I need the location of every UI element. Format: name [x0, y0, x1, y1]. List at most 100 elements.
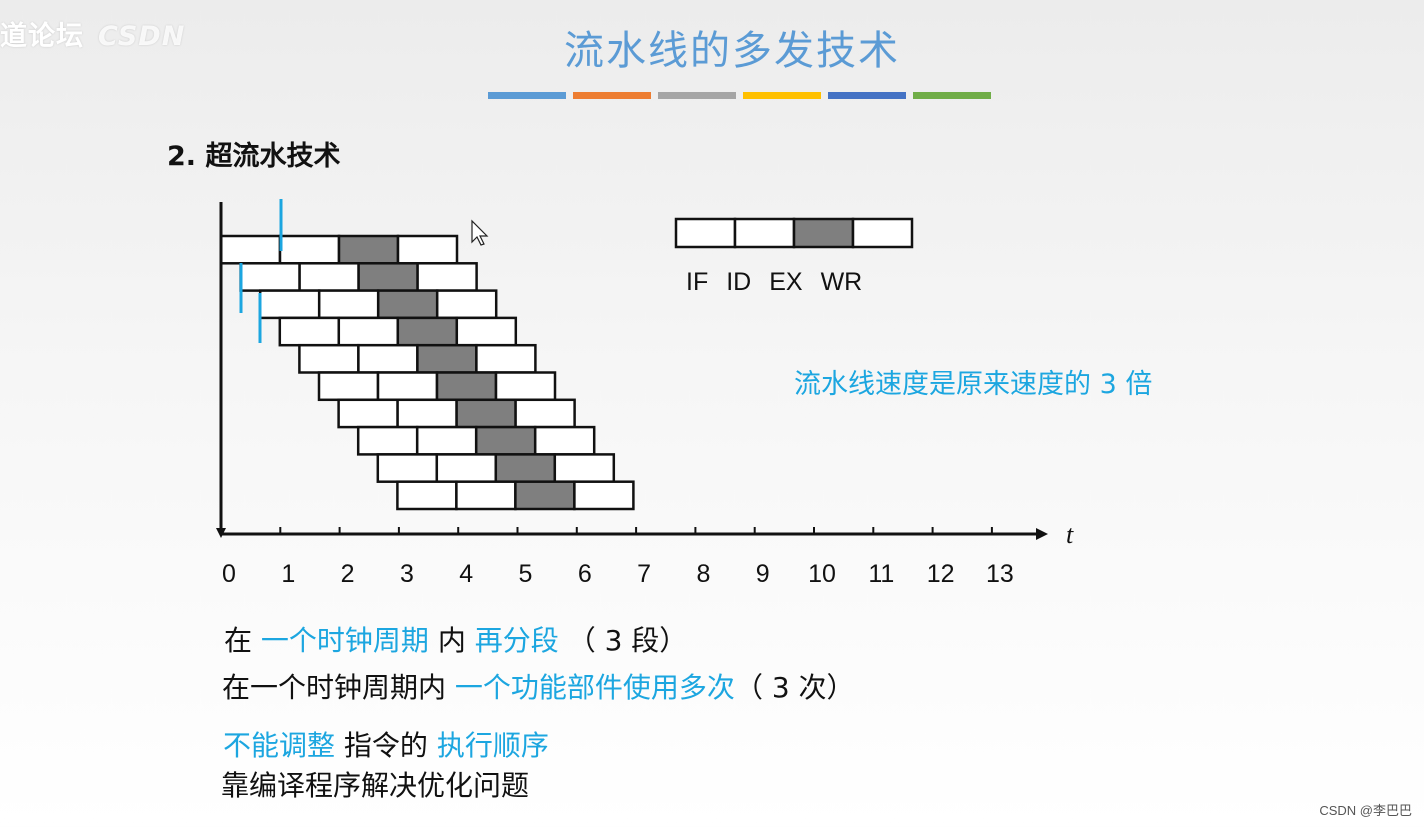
stage-cell-5-4 — [475, 343, 537, 374]
x-axis-arrow — [1036, 528, 1048, 540]
note2-a: 在一个时钟周期内 — [222, 671, 447, 704]
stage-cell-3-4 — [435, 289, 498, 320]
tick-label-5: 5 — [519, 560, 533, 588]
stage-cell-6-4 — [494, 371, 557, 402]
tick-label-7: 7 — [637, 560, 651, 588]
note-line-2: 在一个时钟周期内 一个功能部件使用多次（ 3 次） — [222, 666, 855, 706]
stage-cell-8-4 — [533, 425, 596, 456]
tick-label-6: 6 — [578, 560, 592, 588]
axis-label-t: t — [1066, 520, 1074, 549]
stage-cell-2-2 — [298, 262, 360, 292]
watermark-logo-text: CSDN — [98, 21, 186, 52]
watermark-text: 道论坛 — [0, 21, 84, 52]
stage-cell-3-2 — [317, 289, 380, 320]
stage-cell-8-3 — [474, 425, 537, 456]
pipeline-rows — [219, 234, 635, 511]
tick-label-10: 10 — [808, 560, 836, 588]
note3-a: 不能调整 — [223, 729, 336, 762]
color-bar-1 — [488, 92, 566, 99]
color-bar-6 — [913, 92, 991, 99]
tick-label-1: 1 — [281, 560, 295, 588]
stage-cell-10-4 — [573, 480, 635, 511]
note1-c: 内 — [437, 624, 466, 657]
stage-cell-5-1 — [298, 343, 360, 374]
note-line-3: 不能调整 指令的 执行顺序 — [223, 724, 549, 764]
note2-b: 一个功能部件使用多次 — [454, 671, 735, 704]
section-heading: 2. 超流水技术 — [167, 141, 341, 172]
stage-labels: IF ID EX WR — [686, 268, 862, 297]
stage-cell-9-4 — [553, 453, 616, 483]
stage-cell-10-1 — [396, 480, 458, 511]
tick-label-2: 2 — [341, 560, 355, 588]
stage-cell-7-1 — [337, 398, 399, 429]
blue-markers — [239, 199, 283, 343]
legend-cell-ex — [792, 217, 855, 249]
tick-label-12: 12 — [927, 560, 955, 588]
color-bar-4 — [743, 92, 821, 99]
stage-cell-4-1 — [278, 316, 341, 347]
note2-c: （ 3 次） — [734, 671, 855, 704]
stage-cell-9-1 — [376, 453, 439, 483]
note3-c: 执行顺序 — [436, 729, 549, 762]
stage-cell-1-2 — [278, 234, 341, 265]
stage-label-id: ID — [726, 268, 752, 296]
stage-cell-2-1 — [239, 262, 301, 292]
stage-cell-4-2 — [337, 316, 400, 347]
stage-cell-1-3 — [337, 234, 400, 265]
legend-cell-id — [733, 217, 796, 249]
watermark: 道论坛 CSDN — [0, 14, 185, 53]
footer-credit: CSDN @李巴巴 — [1319, 803, 1412, 818]
note1-b: 一个时钟周期 — [260, 624, 429, 657]
stage-legend-bar — [674, 217, 914, 249]
color-bar-2 — [573, 92, 651, 99]
stage-label-ex: EX — [769, 268, 803, 296]
tick-label-9: 9 — [756, 560, 770, 588]
tick-label-0: 0 — [222, 560, 236, 588]
stage-label-if: IF — [686, 268, 709, 296]
stage-cell-4-3 — [396, 316, 459, 347]
stage-cell-9-3 — [494, 453, 557, 483]
stage-cell-3-3 — [376, 289, 439, 320]
mouse-cursor-icon — [471, 219, 489, 246]
tick-label-13: 13 — [986, 560, 1014, 588]
stage-cell-6-3 — [435, 371, 498, 402]
stage-cell-6-1 — [317, 371, 380, 402]
color-bar-strip — [488, 92, 991, 99]
slide-title: 流水线的多发技术 — [564, 28, 900, 74]
stage-cell-7-3 — [455, 398, 517, 429]
stage-cell-2-4 — [416, 262, 478, 292]
stage-cell-7-4 — [514, 398, 576, 429]
stage-cell-10-2 — [455, 480, 517, 511]
tick-label-11: 11 — [868, 560, 894, 588]
note1-e: （ 3 段） — [567, 624, 688, 657]
legend-cell-wr — [851, 217, 914, 249]
stage-label-wr: WR — [820, 268, 863, 296]
note-line-1: 在 一个时钟周期 内 再分段 （ 3 段） — [224, 619, 687, 659]
note-line-4: 靠编译程序解决优化问题 — [221, 769, 530, 802]
stage-cell-5-2 — [357, 343, 419, 374]
tick-label-4: 4 — [459, 560, 473, 588]
stage-cell-7-2 — [396, 398, 458, 429]
legend-cell-if — [674, 217, 737, 249]
stage-cell-1-1 — [219, 234, 282, 265]
stage-cell-4-4 — [455, 316, 518, 347]
tick-label-3: 3 — [400, 560, 414, 588]
color-bar-5 — [828, 92, 906, 99]
stage-cell-6-2 — [376, 371, 439, 402]
note1-d: 再分段 — [474, 624, 559, 657]
stage-cell-1-4 — [396, 234, 459, 265]
speed-note: 流水线速度是原来速度的 3 倍 — [794, 369, 1153, 400]
note3-b: 指令的 — [343, 729, 428, 762]
note1-a: 在 — [224, 624, 253, 657]
stage-cell-10-3 — [514, 480, 576, 511]
stage-cell-8-2 — [415, 425, 478, 456]
stage-cell-5-3 — [416, 343, 478, 374]
stage-cell-8-1 — [356, 425, 419, 456]
color-bar-3 — [658, 92, 736, 99]
stage-cell-9-2 — [435, 453, 498, 483]
stage-cell-3-1 — [258, 289, 321, 320]
tick-label-8: 8 — [696, 560, 710, 588]
stage-cell-2-3 — [357, 262, 419, 292]
